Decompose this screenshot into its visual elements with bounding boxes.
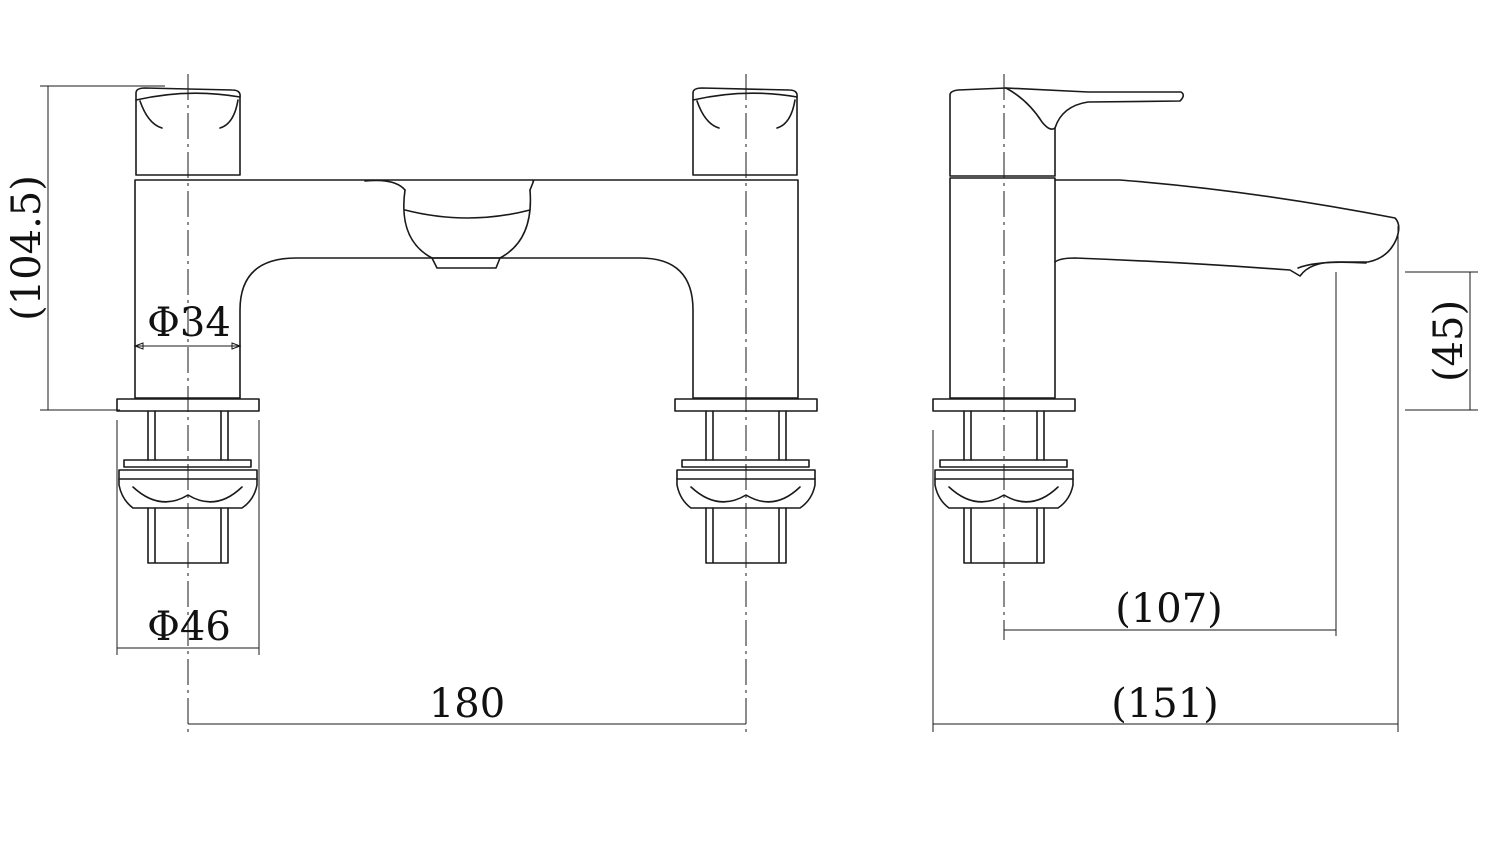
dimension-lines (40, 85, 1478, 732)
front-spout (364, 179, 535, 269)
side-body (949, 177, 1056, 399)
spout-height-label: (45) (1426, 300, 1472, 382)
right-handle (692, 87, 798, 176)
centres-label: 180 (429, 681, 505, 727)
front-view (116, 74, 818, 735)
side-base-fitting (932, 398, 1076, 564)
side-lever-handle (949, 87, 1185, 177)
side-view (932, 74, 1400, 640)
overall-depth-label: (151) (1111, 681, 1219, 727)
height-label: (104.5) (4, 175, 50, 321)
base-diameter-label: Φ46 (147, 604, 231, 650)
left-base-fitting (116, 398, 260, 564)
bridge-body (134, 179, 799, 399)
left-handle (135, 87, 241, 176)
spout-reach-label: (107) (1115, 586, 1223, 632)
body-diameter-label: Φ34 (147, 300, 231, 346)
side-spout (1054, 179, 1400, 277)
